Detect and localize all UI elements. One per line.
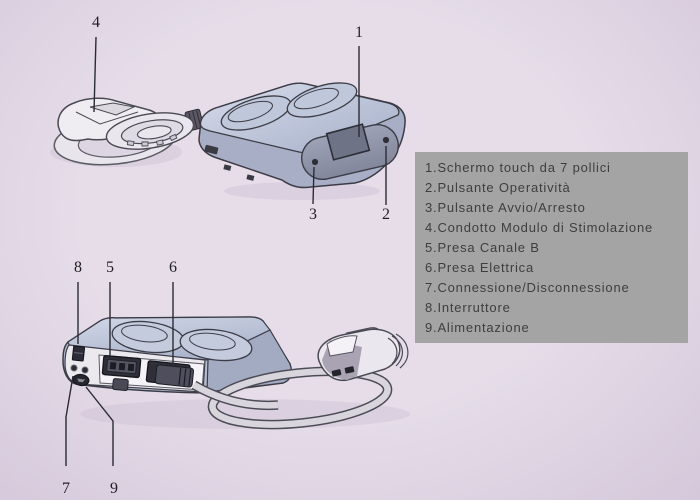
connect-button: [70, 364, 78, 372]
callout-number-3: 3: [309, 206, 317, 223]
operation-button: [382, 136, 390, 144]
device-front-view: [50, 82, 406, 200]
power-switch: [71, 345, 86, 362]
module-cable: [191, 366, 393, 430]
legend-box: 1.Schermo touch da 7 pollici 2.Pulsante …: [415, 152, 688, 343]
disconnect-button: [81, 366, 89, 374]
start-stop-button: [311, 158, 319, 166]
legend-item-2: 2.Pulsante Operatività: [425, 180, 571, 195]
legend-item-3: 3.Pulsante Avvio/Arresto: [425, 200, 586, 215]
callout-number-1: 1: [355, 24, 363, 41]
electrical-socket: [145, 360, 195, 388]
legend-item-4: 4.Condotto Modulo di Stimolazione: [425, 220, 654, 235]
callout-lines: [65, 36, 387, 466]
stimulation-module: [57, 97, 195, 150]
channel-b-socket: [101, 354, 142, 379]
callout-number-6: 6: [169, 259, 177, 276]
callout-number-5: 5: [106, 259, 114, 276]
callout-number-4: 4: [92, 14, 100, 31]
callout-number-7: 7: [62, 480, 70, 497]
top-recess-ovals: [220, 82, 358, 131]
callout-number-2: 2: [382, 206, 390, 223]
device-rear-view: [62, 316, 410, 430]
top-recess-ovals-rear: [111, 320, 253, 362]
legend-item-7: 7.Connessione/Disconnessione: [425, 280, 630, 295]
legend-item-5: 5.Presa Canale B: [425, 240, 540, 255]
stimulation-module-rear: [317, 327, 409, 381]
legend-item-6: 6.Presa Elettrica: [425, 260, 534, 275]
legend-item-9: 9.Alimentazione: [425, 320, 530, 335]
legend-item-8: 8.Interruttore: [425, 300, 511, 315]
legend-item-1: 1.Schermo touch da 7 pollici: [425, 160, 611, 175]
callout-number-8: 8: [74, 259, 82, 276]
callout-number-9: 9: [110, 480, 118, 497]
